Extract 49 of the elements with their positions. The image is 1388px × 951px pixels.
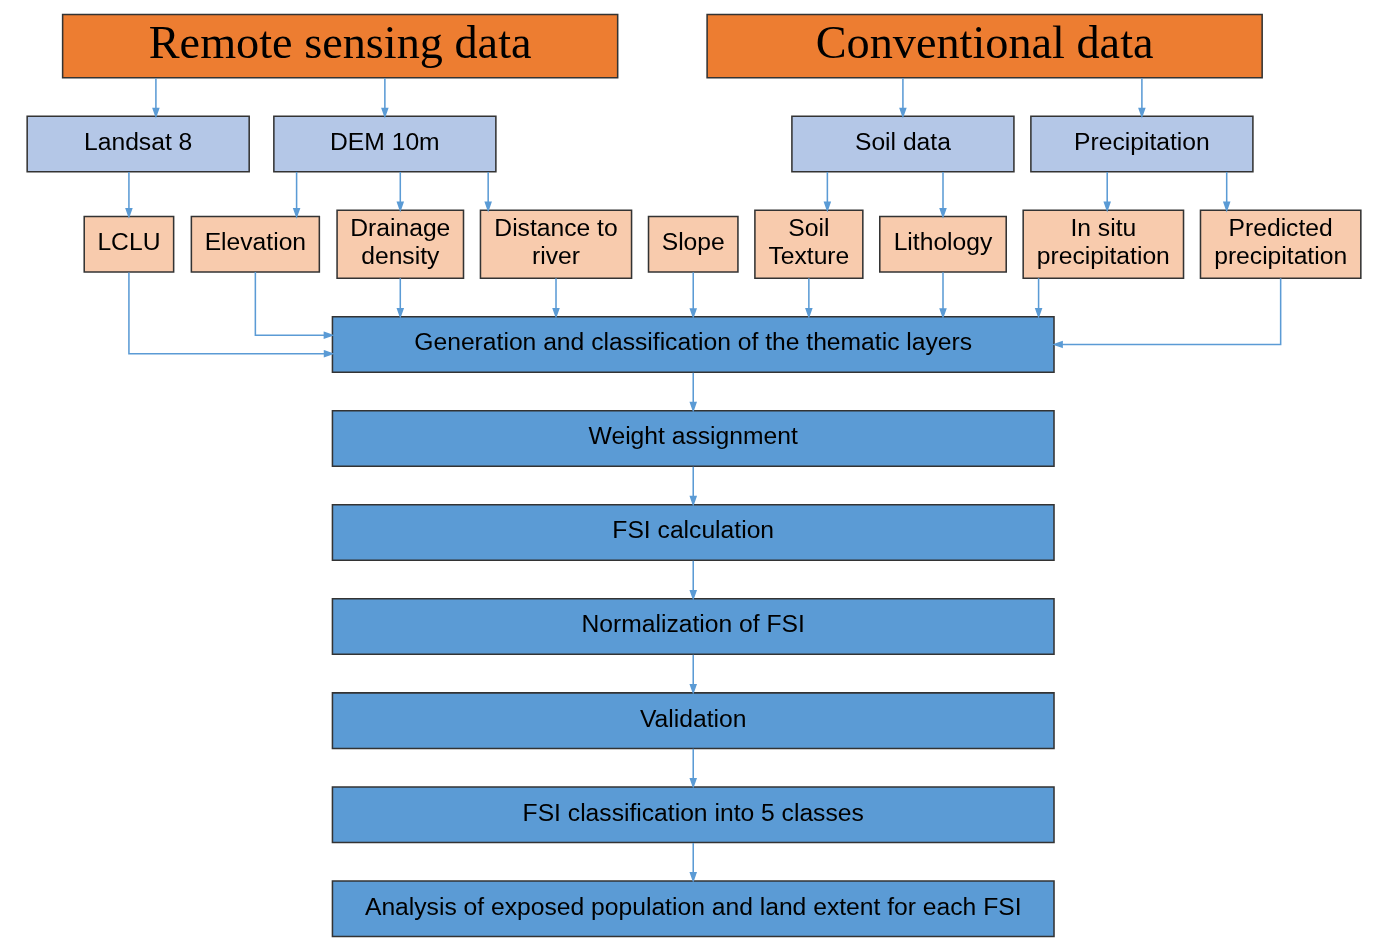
node-box: Drainage density [336,209,465,279]
node-box: Elevation [190,215,321,273]
arrow [805,277,813,319]
arrow [396,171,405,213]
arrow [125,171,133,219]
arrow [689,371,697,413]
arrow [1222,171,1231,213]
arrow [689,842,697,883]
node-box: Distance to river [479,209,633,279]
arrow [689,654,697,695]
node-box: Remote sensing data [61,13,619,79]
arrow [254,271,335,339]
arrow [128,271,335,358]
node-box: LCLU [83,215,175,273]
node-box: Normalization of FSI [331,598,1055,656]
arrow [689,271,697,319]
arrow [152,77,160,119]
arrow [823,171,832,213]
node-box: Precipitation [1030,115,1254,173]
node-box: FSI classification into 5 classes [331,786,1055,844]
node-box: DEM 10m [273,115,497,173]
node-box: Analysis of exposed population and land extent for each FSI [331,880,1055,938]
node-box: Lithology [879,215,1007,273]
arrow [484,171,492,213]
arrow [1052,277,1282,349]
arrow [689,748,697,789]
node-box: Soil Texture [754,209,864,279]
node-box: Predicted precipitation [1199,209,1362,279]
arrow [1103,171,1111,213]
arrow [292,171,301,219]
node-box: Soil data [791,115,1015,173]
node-box: Validation [331,692,1055,750]
arrow [939,171,947,219]
node-box: FSI calculation [331,504,1055,562]
arrow [552,277,560,319]
arrow [396,277,405,319]
arrow [939,271,947,319]
node-box: Weight assignment [331,409,1055,467]
arrow [689,465,697,507]
node-box: Generation and classification of the thematic layers [331,315,1055,373]
arrow [899,77,907,119]
arrow [1138,77,1146,119]
node-box: Slope [647,215,739,273]
arrow [381,77,389,119]
arrow [689,560,697,601]
node-box: Conventional data [706,13,1263,79]
node-box: Landsat 8 [26,115,250,173]
arrow [1034,277,1043,319]
node-box: In situ precipitation [1022,209,1185,279]
